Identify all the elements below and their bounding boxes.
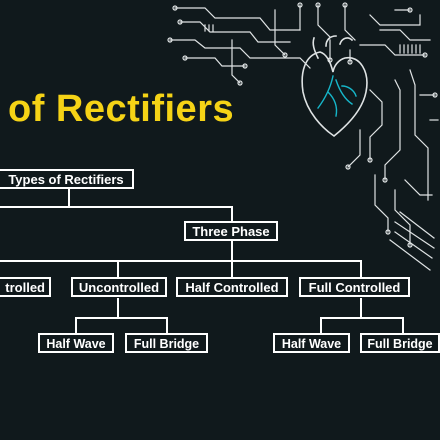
node-uncontrolled-half-wave: Half Wave	[38, 333, 114, 353]
node-label: Full Controlled	[308, 280, 401, 295]
node-label: Full Bridge	[133, 337, 200, 351]
node-full-controlled-half-wave: Half Wave	[273, 333, 350, 353]
node-label: Half Controlled	[185, 280, 279, 295]
node-label: Uncontrolled	[78, 280, 160, 295]
node-full-controlled: Full Controlled	[299, 277, 410, 297]
page-title: of Rectifiers	[8, 88, 235, 130]
node-label: Types of Rectifiers	[8, 172, 124, 187]
node-label: trolled	[5, 280, 45, 295]
node-label: Half Wave	[46, 337, 106, 351]
node-label: Three Phase	[192, 224, 270, 239]
node-label: Half Wave	[281, 337, 342, 351]
node-three-phase: Three Phase	[184, 221, 278, 241]
node-types-of-rectifiers: Types of Rectifiers	[0, 169, 134, 189]
node-label: Full Bridge	[367, 337, 433, 351]
node-half-controlled: Half Controlled	[176, 277, 288, 297]
node-full-controlled-full-bridge: Full Bridge	[360, 333, 440, 353]
node-uncontrolled: Uncontrolled	[71, 277, 167, 297]
node-controlled-clipped: trolled	[0, 277, 51, 297]
node-uncontrolled-full-bridge: Full Bridge	[125, 333, 208, 353]
